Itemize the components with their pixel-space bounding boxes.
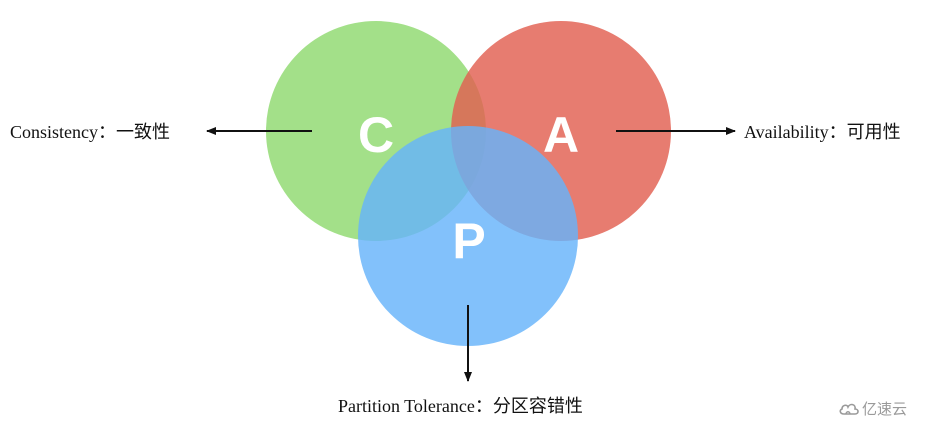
availability-label: Availability：可用性 — [744, 122, 901, 142]
circle-letter-p: P — [452, 213, 485, 269]
watermark: 亿速云 — [838, 398, 907, 419]
circle-letter-a: A — [543, 107, 579, 163]
circle-p — [358, 126, 578, 346]
watermark-text: 亿速云 — [862, 400, 908, 418]
consistency-label: Consistency：一致性 — [10, 122, 170, 142]
circle-letter-c: C — [358, 107, 394, 163]
partition-tolerance-label: Partition Tolerance：分区容错性 — [338, 396, 583, 416]
cloud-logo-icon — [838, 401, 860, 417]
